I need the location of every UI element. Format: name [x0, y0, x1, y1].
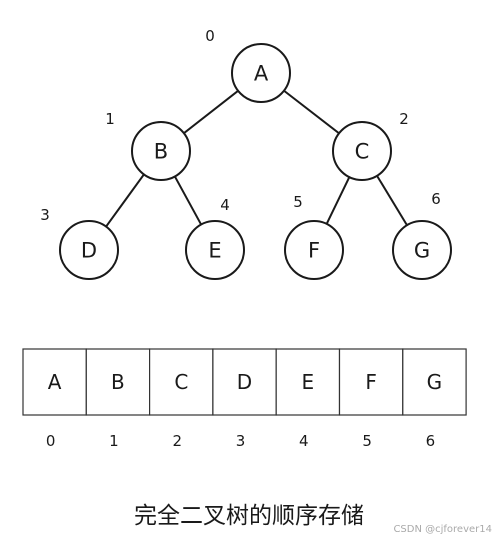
array-cell-label: E: [301, 370, 314, 394]
array-cell-label: G: [427, 370, 443, 394]
tree-node-index: 5: [293, 193, 303, 211]
tree-node-D: D: [59, 220, 119, 280]
tree-node-G: G: [392, 220, 452, 280]
tree-node-circle: [332, 121, 392, 181]
tree-node-label: B: [154, 140, 168, 164]
array-cell-box: [402, 348, 467, 416]
array-index-label: 6: [426, 432, 436, 450]
tree-node-A: A: [231, 43, 291, 103]
tree-node-F: F: [284, 220, 344, 280]
tree-node-index: 1: [105, 110, 115, 128]
array-cell-box: [275, 348, 341, 416]
array-index-label: 3: [236, 432, 246, 450]
tree-node-index: 3: [40, 206, 50, 224]
tree-node-circle: [59, 220, 119, 280]
tree-node-circle: [284, 220, 344, 280]
tree-edge-C-G: [375, 173, 409, 228]
tree-node-B: B: [131, 121, 191, 181]
array-cell-D: D: [212, 348, 277, 416]
tree-node-circle: [231, 43, 291, 103]
sequential-storage-array: A B C D E F G 0 1 2 3 4 5 6: [22, 348, 467, 450]
array-cell-C: C: [149, 348, 214, 416]
array-cell-label: D: [237, 370, 252, 394]
tree-edge-B-D: [104, 172, 146, 229]
tree-node-label: D: [81, 239, 97, 263]
array-cell-B: B: [85, 348, 151, 416]
array-index-label: 2: [173, 432, 183, 450]
caption: 完全二叉树的顺序存储: [134, 503, 364, 529]
tree-node-E: E: [185, 220, 245, 280]
watermark: CSDN @cjforever14: [393, 524, 492, 535]
tree-node-circle: [392, 220, 452, 280]
array-cell-label: B: [111, 370, 125, 394]
tree-node-label: C: [355, 140, 370, 164]
array-index-label: 5: [362, 432, 372, 450]
tree-edge-A-B: [181, 88, 241, 136]
tree-edge-A-C: [281, 88, 342, 136]
tree-node-C: C: [332, 121, 392, 181]
tree-edge-C-F: [324, 174, 352, 227]
array-cell-box: [149, 348, 214, 416]
tree-node-label: G: [414, 239, 430, 263]
array-cell-label: A: [48, 370, 62, 394]
tree-edge-B-E: [173, 174, 203, 227]
array-index-label: 0: [46, 432, 56, 450]
array-index-label: 1: [109, 432, 119, 450]
array-cell-E: E: [275, 348, 341, 416]
tree-node-index: 2: [399, 110, 409, 128]
tree-node-label: A: [254, 62, 269, 86]
tree-node-circle: [185, 220, 245, 280]
array-index-label: 4: [299, 432, 309, 450]
array-cell-A: A: [22, 348, 87, 416]
tree-node-index: 6: [431, 190, 441, 208]
array-cell-G: G: [402, 348, 467, 416]
tree-node-label: F: [308, 239, 320, 263]
array-cell-box: [212, 348, 277, 416]
array-cell-label: C: [174, 370, 188, 394]
array-cell-F: F: [338, 348, 404, 416]
tree-nodes: A 0B 1C 2D 3E 4F 5G 6: [40, 27, 452, 280]
tree-node-label: E: [208, 239, 221, 263]
tree-node-index: 0: [205, 27, 215, 45]
tree-edges: [104, 88, 409, 229]
array-cell-label: F: [365, 370, 377, 394]
tree-node-index: 4: [220, 196, 230, 214]
tree-node-circle: [131, 121, 191, 181]
